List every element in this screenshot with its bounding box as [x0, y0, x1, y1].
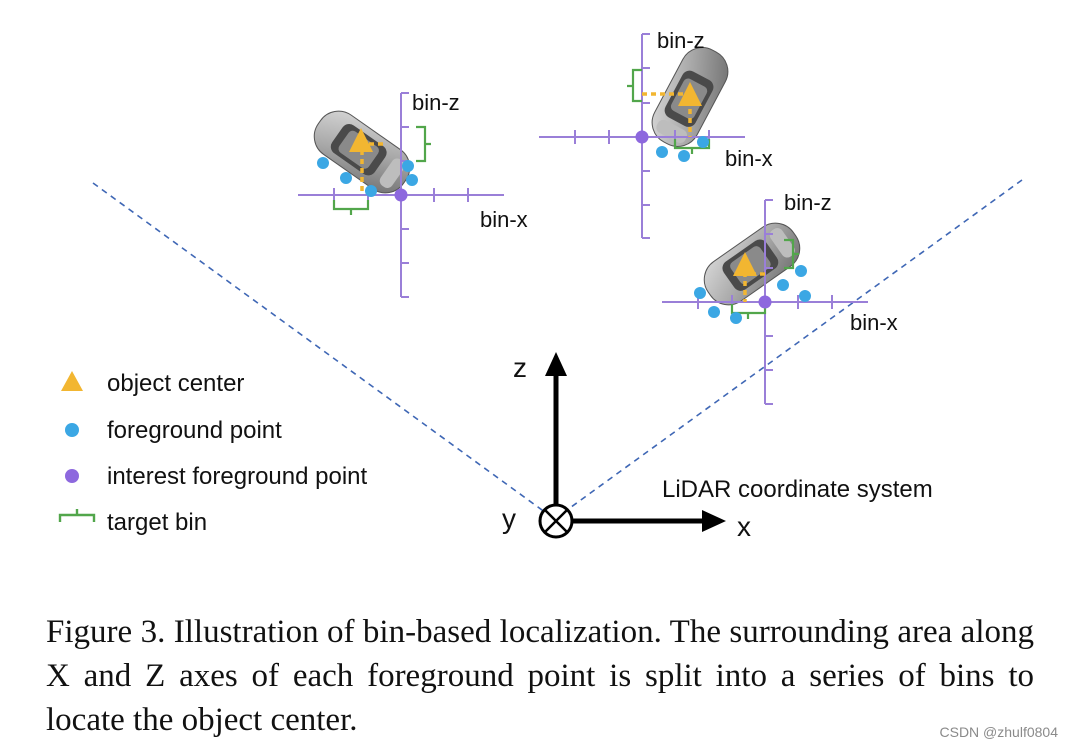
car-group-1: bin-z bin-x: [298, 90, 528, 298]
triangle-icon: [61, 371, 83, 391]
car-3-object-center: [733, 252, 757, 276]
lidar-coordinate-system: z x y LiDAR coordinate system: [502, 352, 933, 542]
car-3-bin-x-label: bin-x: [850, 310, 898, 335]
x-arrowhead-icon: [702, 510, 726, 532]
car-group-3: bin-z bin-x: [662, 190, 898, 405]
car-1-foreground-points: [317, 157, 418, 197]
legend-label-foreground-point: foreground point: [107, 417, 282, 444]
bracket-icon: [58, 509, 96, 522]
y-axis-cross-icon: [544, 509, 568, 533]
x-axis-label: x: [737, 511, 751, 542]
z-arrowhead-icon: [545, 352, 567, 376]
car-3-interest-point: [758, 295, 772, 309]
bin-localization-diagram: bin-z bin-x: [58, 28, 1023, 542]
car-group-2: bin-z bin-x: [539, 28, 773, 239]
car-1-bin-x-label: bin-x: [480, 207, 528, 232]
fov-left-line: [92, 182, 554, 519]
car-3-bin-z-label: bin-z: [784, 190, 832, 215]
z-axis-label: z: [513, 352, 527, 383]
fov-right-line: [555, 179, 1023, 519]
car-2-interest-point: [635, 130, 649, 144]
legend: object center foreground point interest …: [58, 370, 368, 536]
car-3-foreground-points: [694, 265, 811, 324]
watermark: CSDN @zhulf0804: [939, 724, 1059, 740]
blue-dot-icon: [65, 423, 79, 437]
car-1-interest-point: [394, 188, 408, 202]
legend-label-interest-point: interest foreground point: [107, 463, 368, 490]
field-of-view-lines: [92, 179, 1023, 519]
y-axis-label: y: [502, 503, 516, 534]
legend-label-object-center: object center: [107, 370, 244, 397]
car-1-target-bins: [332, 125, 431, 215]
car-2-bin-z-label: bin-z: [657, 28, 705, 53]
car-3-image: [703, 222, 801, 306]
car-1-object-center: [349, 128, 373, 152]
purple-dot-icon: [65, 469, 79, 483]
car-2-foreground-points: [656, 136, 709, 162]
lidar-title: LiDAR coordinate system: [662, 476, 933, 503]
legend-label-target-bin: target bin: [107, 509, 207, 536]
figure-caption: Figure 3. Illustration of bin-based loca…: [46, 614, 1034, 738]
car-2-target-bins: [627, 68, 711, 154]
car-2-bin-x-label: bin-x: [725, 146, 773, 171]
car-1-bin-z-label: bin-z: [412, 90, 460, 115]
car-2-object-center: [678, 82, 702, 106]
